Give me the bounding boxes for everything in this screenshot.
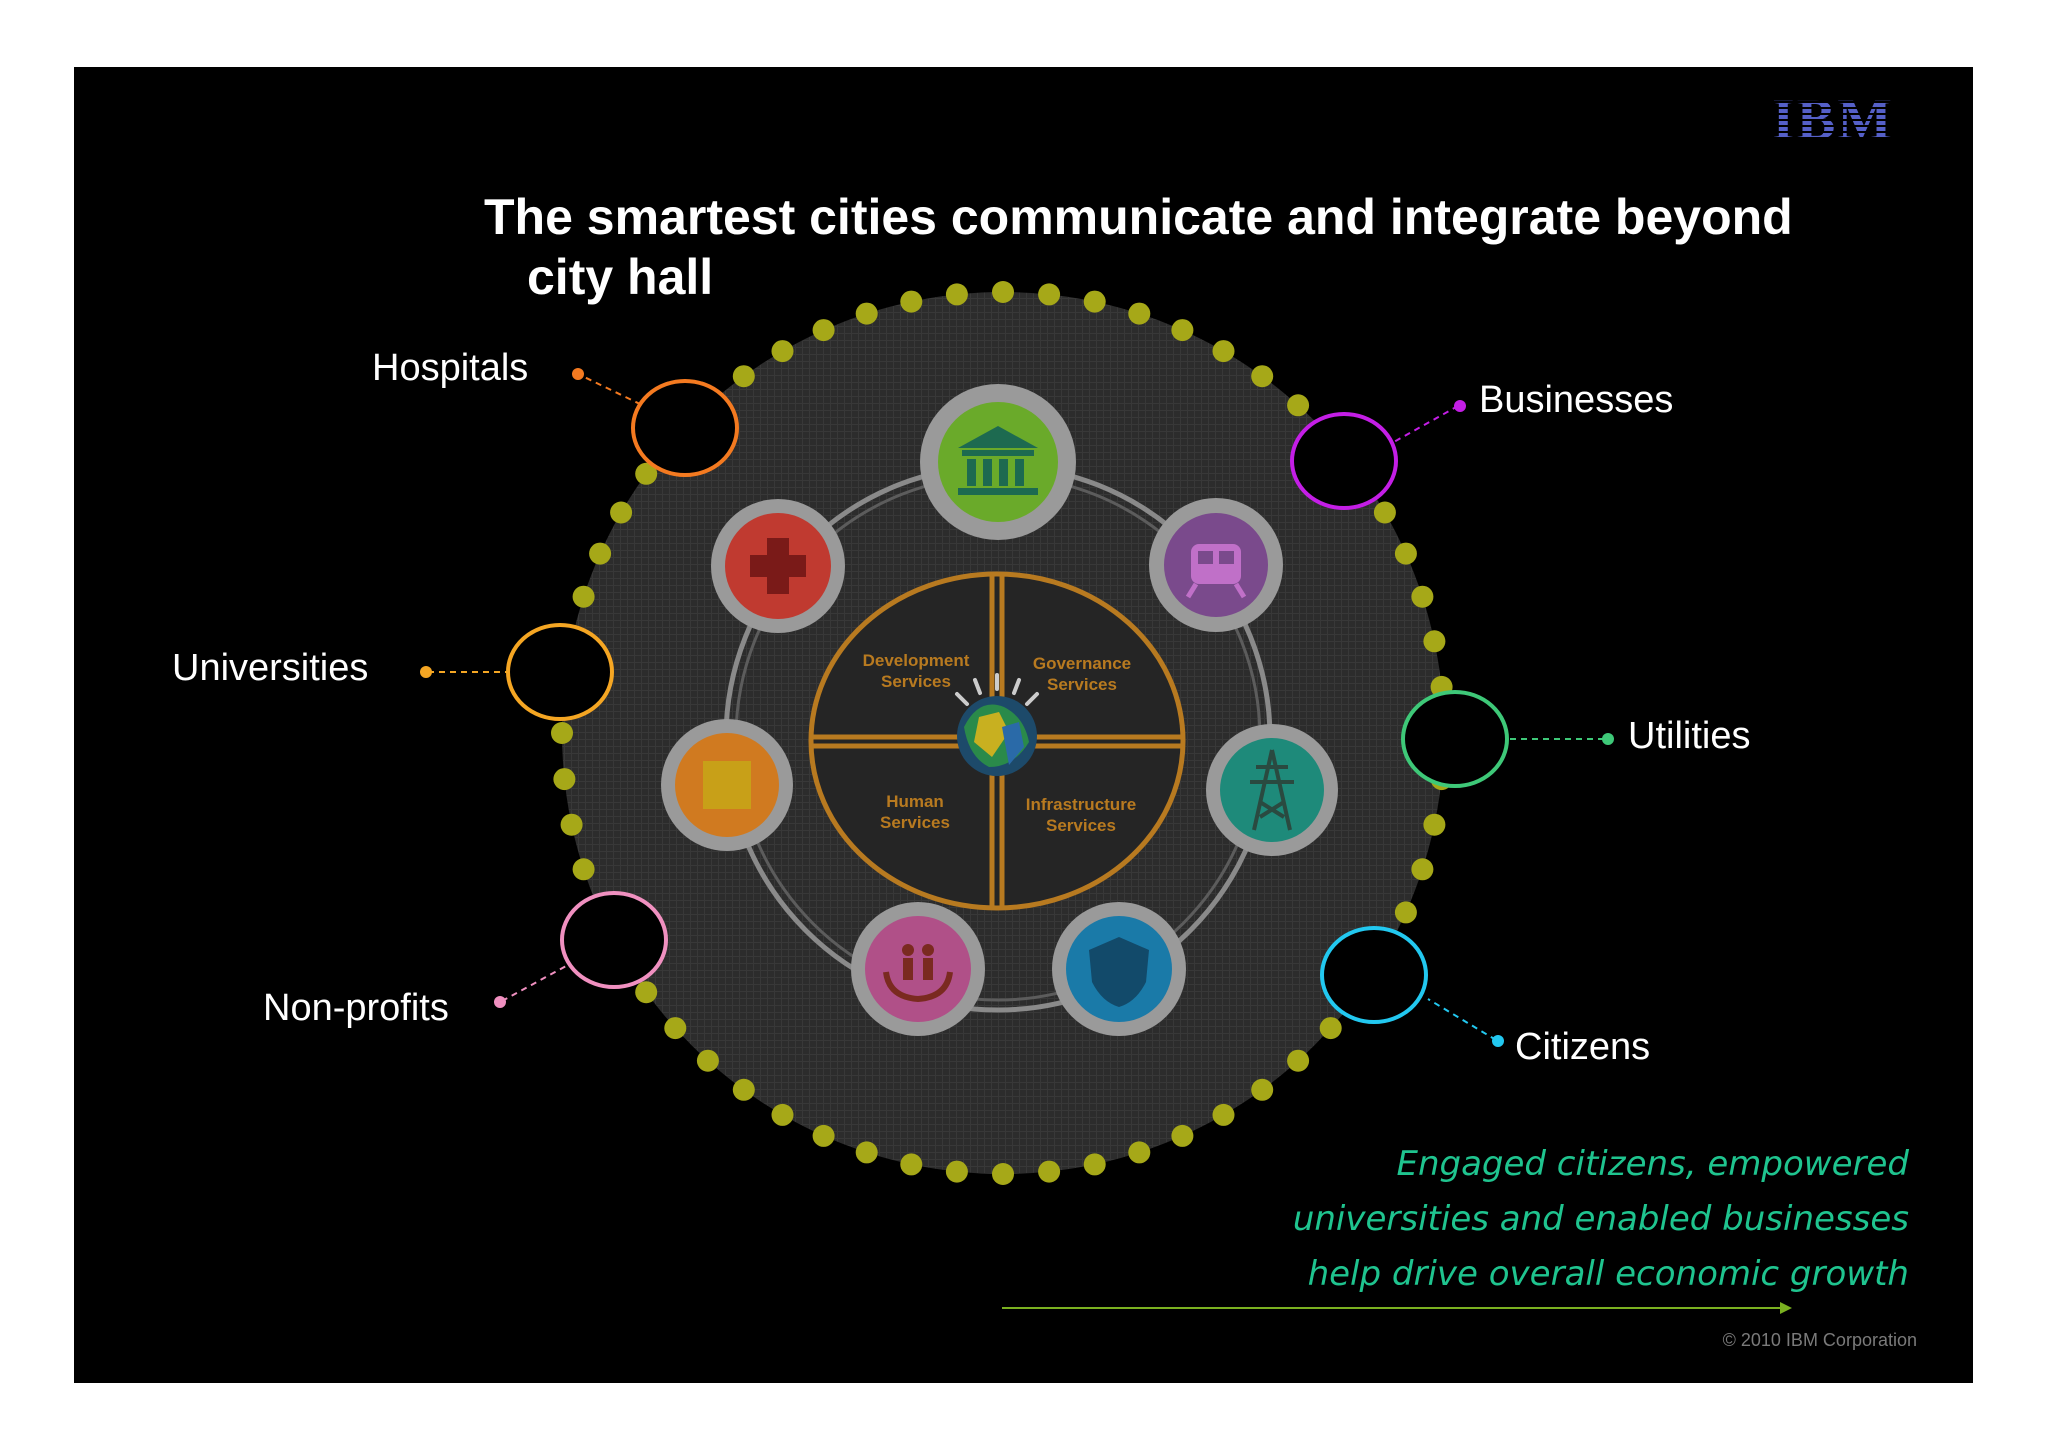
ring-dot bbox=[1212, 1103, 1235, 1126]
stakeholder-utilities bbox=[1401, 690, 1614, 788]
train-icon bbox=[1149, 498, 1283, 632]
ring-dot bbox=[635, 462, 658, 485]
quadrant-human-line2: Services bbox=[880, 813, 950, 832]
ring-dot bbox=[1251, 365, 1274, 388]
ring-dot bbox=[900, 290, 923, 313]
ring-dot bbox=[771, 1103, 794, 1126]
power-tower-icon bbox=[1206, 724, 1338, 856]
logo-stripe bbox=[1754, 107, 1904, 109]
health-cross-icon bbox=[711, 499, 845, 633]
ring-dot bbox=[610, 501, 633, 524]
stakeholder-businesses bbox=[1290, 400, 1466, 510]
stakeholder-universities bbox=[420, 623, 614, 721]
label-utilities: Utilities bbox=[1628, 715, 1751, 757]
ring-dot bbox=[1171, 1124, 1194, 1147]
ring-dot bbox=[1394, 542, 1417, 565]
label-businesses: Businesses bbox=[1479, 379, 1674, 421]
ring-dot bbox=[1083, 290, 1106, 313]
tagline-line-1: Engaged citizens, empowered bbox=[1396, 1144, 1909, 1184]
logo-stripe bbox=[1754, 131, 1904, 133]
quadrant-development-line1: Development bbox=[863, 651, 970, 670]
quadrant-governance-line1: Governance bbox=[1033, 654, 1131, 673]
ring-dot bbox=[812, 1124, 835, 1147]
quadrant-human-line1: Human bbox=[886, 792, 944, 811]
label-universities: Universities bbox=[172, 647, 369, 689]
slide: Development Services Governance Services… bbox=[74, 67, 1973, 1383]
stakeholder-hospitals bbox=[572, 368, 739, 477]
ring-dot bbox=[1394, 901, 1417, 924]
ring-dot bbox=[1287, 1049, 1310, 1072]
police-badge-icon bbox=[1052, 902, 1186, 1036]
logo-stripe bbox=[1754, 101, 1904, 103]
ring-dot bbox=[560, 813, 583, 836]
government-building-icon bbox=[920, 384, 1076, 540]
ring-dot bbox=[696, 1049, 719, 1072]
ring-dot bbox=[1128, 302, 1151, 325]
label-citizens: Citizens bbox=[1515, 1026, 1651, 1068]
ring-dot bbox=[732, 365, 755, 388]
smarter-planet-icon bbox=[955, 673, 1039, 776]
ibm-logo: IBM bbox=[1754, 87, 1904, 152]
ring-dot bbox=[1251, 1078, 1274, 1101]
ring-dot bbox=[992, 1163, 1014, 1185]
title-line-2: city hall bbox=[527, 249, 714, 305]
stakeholder-non-profits bbox=[494, 891, 668, 1008]
ring-dot bbox=[1212, 340, 1235, 363]
ring-dot bbox=[1171, 319, 1194, 342]
quadrant-governance-line2: Services bbox=[1047, 675, 1117, 694]
ring-dot bbox=[855, 1141, 878, 1164]
tagline-line-3: help drive overall economic growth bbox=[1307, 1254, 1909, 1294]
ring-dot bbox=[551, 722, 573, 744]
family-care-icon bbox=[851, 902, 985, 1036]
ring-dot bbox=[572, 585, 595, 608]
ring-dot bbox=[1373, 501, 1396, 524]
quadrant-development-line2: Services bbox=[881, 672, 951, 691]
logo-stripe bbox=[1754, 137, 1904, 139]
ring-dot bbox=[1038, 283, 1061, 306]
page-title: The smartest cities communicate and inte… bbox=[484, 187, 1964, 307]
ring-dot bbox=[1319, 1017, 1342, 1040]
ring-dot bbox=[1038, 1160, 1061, 1183]
ring-dot bbox=[1287, 394, 1310, 417]
ring-dot bbox=[1423, 813, 1446, 836]
ring-dot bbox=[732, 1078, 755, 1101]
logo-stripe bbox=[1754, 119, 1904, 121]
ring-dot bbox=[635, 981, 658, 1004]
label-hospitals: Hospitals bbox=[372, 347, 529, 389]
tagline: Engaged citizens, empowered universities… bbox=[1293, 1137, 1909, 1302]
ring-dot bbox=[553, 768, 576, 791]
label-non-profits: Non-profits bbox=[263, 987, 449, 1029]
title-line-1: The smartest cities communicate and inte… bbox=[484, 189, 1793, 245]
education-icon bbox=[661, 719, 793, 851]
ring-dot bbox=[572, 858, 595, 881]
ring-dot bbox=[1411, 585, 1434, 608]
ring-dot bbox=[771, 340, 794, 363]
ring-dot bbox=[664, 1017, 687, 1040]
logo-stripe bbox=[1754, 95, 1904, 97]
tagline-line-2: universities and enabled businesses bbox=[1292, 1199, 1909, 1239]
ring-dot bbox=[1423, 630, 1446, 653]
ring-dot bbox=[992, 281, 1014, 303]
ring-dot bbox=[945, 1160, 968, 1183]
copyright: © 2010 IBM Corporation bbox=[1722, 1330, 1917, 1350]
ring-dot bbox=[1411, 858, 1434, 881]
ring-dot bbox=[900, 1153, 923, 1176]
growth-arrow bbox=[1002, 1302, 1792, 1314]
stakeholder-citizens bbox=[1320, 926, 1504, 1047]
ring-dot bbox=[1083, 1153, 1106, 1176]
city-diagram: Development Services Governance Services… bbox=[420, 87, 1904, 1314]
ring-dot bbox=[855, 302, 878, 325]
logo-stripe bbox=[1754, 113, 1904, 115]
ring-dot bbox=[589, 542, 612, 565]
quadrant-infrastructure-line2: Services bbox=[1046, 816, 1116, 835]
ring-dot bbox=[1128, 1141, 1151, 1164]
ring-dot bbox=[945, 283, 968, 306]
ring-dot bbox=[812, 319, 835, 342]
logo-stripe bbox=[1754, 125, 1904, 127]
quadrant-infrastructure-line1: Infrastructure bbox=[1026, 795, 1137, 814]
